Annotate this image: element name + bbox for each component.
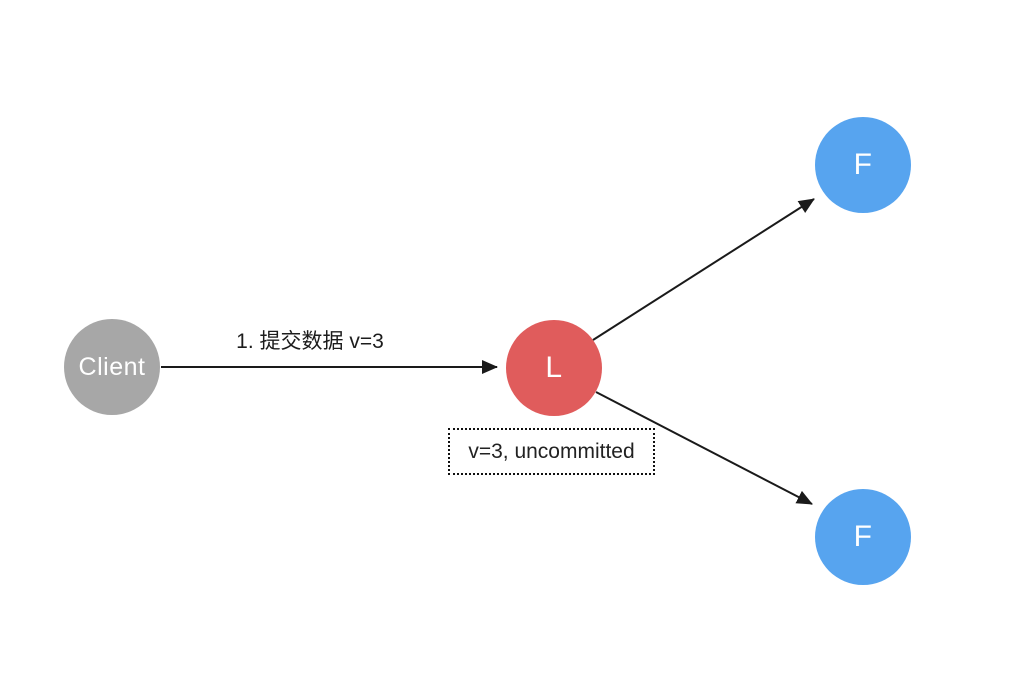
node-follower-top: F	[815, 117, 911, 213]
edge-label-submit-data: 1. 提交数据 v=3	[236, 330, 384, 353]
node-client-label: Client	[78, 352, 146, 381]
node-leader: L	[506, 320, 602, 416]
node-client: Client	[64, 319, 160, 415]
node-leader-label: L	[545, 351, 563, 384]
leader-state-annotation-text: v=3, uncommitted	[468, 439, 635, 463]
node-follower-bottom: F	[815, 489, 911, 585]
node-follower-bottom-label: F	[853, 520, 873, 553]
arrow-leader-to-follower-top	[592, 198, 815, 341]
leader-state-annotation: v=3, uncommitted	[448, 428, 655, 475]
node-follower-top-label: F	[853, 148, 873, 181]
arrow-leader-to-follower-bottom	[595, 391, 813, 505]
